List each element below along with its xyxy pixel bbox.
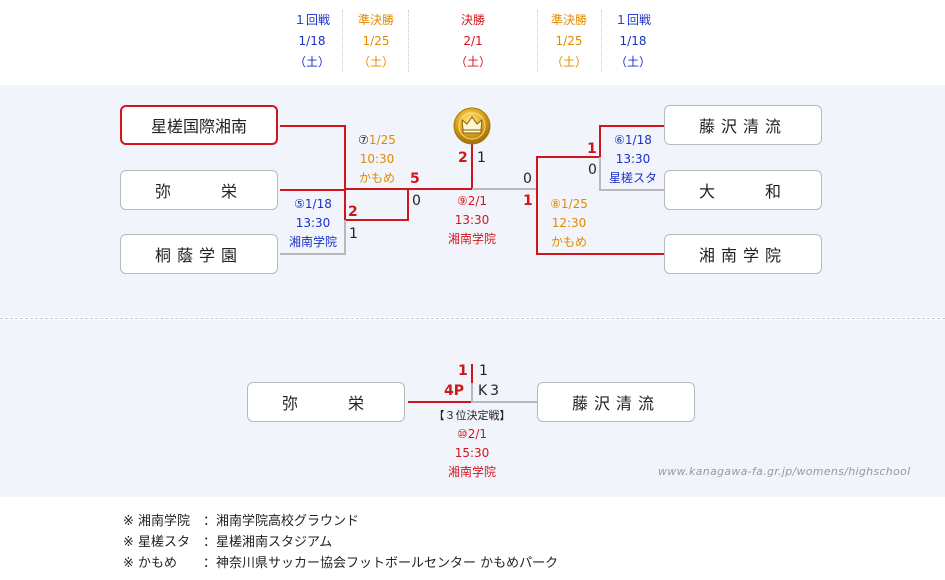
round-date: 1/18 <box>619 34 647 48</box>
round-day: （土） <box>614 55 651 69</box>
line-m5-lose <box>280 220 346 255</box>
round-day: （土） <box>454 55 491 69</box>
match-9-date: ⑨2/1 <box>456 194 488 208</box>
match-7-info: ⑦1/25 10:30 かもめ <box>345 131 409 188</box>
round-date: 1/25 <box>362 34 390 48</box>
team-yaei[interactable]: 弥 栄 <box>120 170 278 210</box>
team-name: 湘南学院 <box>698 246 787 265</box>
match-6-lose-score: 0 <box>588 162 597 178</box>
match-10-info: 【３位決定戦】 ⑩2/1 15:30 湘南学院 <box>412 406 532 482</box>
header-divider <box>537 10 538 72</box>
team-seisa-kokusai-shonan[interactable]: 星槎国際湘南 <box>120 105 278 145</box>
header-col-sf-left: 準決勝 1/25 （土） <box>350 10 402 73</box>
match-5-date: ⑤1/18 <box>294 197 332 211</box>
round-date: 1/18 <box>298 34 326 48</box>
match-6-venue: 星槎スタ <box>608 171 657 185</box>
match-7-win-score: 5 <box>410 171 420 187</box>
match-7-date: 1/25 <box>368 133 396 147</box>
third-place-label: 【３位決定戦】 <box>433 409 511 422</box>
header-divider <box>342 10 343 72</box>
match-5-win-score: 2 <box>348 204 358 220</box>
round-label: １回戦 <box>293 13 330 27</box>
third-win-score: 1 <box>458 363 468 379</box>
venue-note-seisa-stadium: ※ 星槎スタ ：星槎湘南スタジアム <box>123 535 333 550</box>
match-7-lose-score: 0 <box>412 193 421 209</box>
team-toin-gakuen[interactable]: 桐蔭学園 <box>120 234 278 274</box>
match-8-venue: かもめ <box>550 235 587 249</box>
match-5-lose-score: 1 <box>349 226 358 242</box>
team-fujisawa-seiryu[interactable]: 藤沢清流 <box>664 105 822 145</box>
round-date: 1/25 <box>555 34 583 48</box>
match-9-venue: 湘南学院 <box>447 232 496 246</box>
third-lose-pk: K3 <box>478 383 503 399</box>
match-number-mark: ⑦ <box>358 133 369 147</box>
match-10-time: 15:30 <box>454 446 490 460</box>
match-7-venue: かもめ <box>358 171 395 185</box>
team-name: 弥 栄 <box>154 182 243 201</box>
team-shonan-gakuin[interactable]: 湘南学院 <box>664 234 822 274</box>
match-7-num: ⑦1/25 <box>345 131 409 150</box>
team-yamato[interactable]: 大 和 <box>664 170 822 210</box>
venue-note-kamome: ※ かもめ ：神奈川県サッカー協会フットボールセンター かもめパーク <box>123 556 559 571</box>
round-label: 準決勝 <box>357 13 394 27</box>
section-divider <box>0 318 945 319</box>
match-8-win-score: 1 <box>523 193 533 209</box>
round-day: （土） <box>550 55 587 69</box>
header-divider <box>408 10 409 72</box>
match-8-lose-score: 0 <box>523 171 532 187</box>
match-8-time: 12:30 <box>551 216 587 230</box>
match-8-date: ⑧1/25 <box>550 197 588 211</box>
team-third-yaei[interactable]: 弥 栄 <box>247 382 405 422</box>
header-col-r1-right: １回戦 1/18 （土） <box>607 10 659 73</box>
round-label: １回戦 <box>614 13 651 27</box>
team-name: 大 和 <box>698 182 787 201</box>
final-lose-score: 1 <box>477 150 486 166</box>
bracket-third-area <box>0 320 945 497</box>
team-name: 桐蔭学園 <box>154 246 243 265</box>
header-divider <box>601 10 602 72</box>
match-5-time: 13:30 <box>295 216 331 230</box>
match-6-win-score: 1 <box>587 141 597 157</box>
match-8-info: ⑧1/25 12:30 かもめ <box>537 195 601 252</box>
round-date: 2/1 <box>463 34 483 48</box>
match-10-date: ⑩2/1 <box>456 427 488 441</box>
team-name: 藤沢清流 <box>698 117 787 136</box>
header-col-final: 決勝 2/1 （土） <box>447 10 499 73</box>
header-col-sf-right: 準決勝 1/25 （土） <box>543 10 595 73</box>
team-third-fujisawa-seiryu[interactable]: 藤沢清流 <box>537 382 695 422</box>
source-url: www.kanagawa-fa.gr.jp/womens/highschool <box>658 465 911 478</box>
line-m8-bottom <box>536 189 664 255</box>
third-lose-score: 1 <box>479 363 488 379</box>
final-win-score: 2 <box>458 150 468 166</box>
third-win-pk: 4P <box>444 383 465 399</box>
round-label: 決勝 <box>460 13 485 27</box>
match-5-info: ⑤1/18 13:30 湘南学院 <box>281 195 345 252</box>
team-name: 星槎国際湘南 <box>150 117 247 136</box>
line-m6-lose <box>599 157 664 191</box>
match-9-time: 13:30 <box>454 213 490 227</box>
round-label: 準決勝 <box>550 13 587 27</box>
round-day: （土） <box>293 55 330 69</box>
round-day: （土） <box>357 55 394 69</box>
match-6-info: ⑥1/18 13:30 星槎スタ <box>601 131 665 188</box>
team-name: 弥 栄 <box>281 394 370 413</box>
venue-note-shonan-gakuin: ※ 湘南学院 ：湘南学院高校グラウンド <box>123 514 360 529</box>
match-7-time: 10:30 <box>359 152 395 166</box>
crown-trophy-icon <box>453 107 491 145</box>
match-6-date: ⑥1/18 <box>614 133 652 147</box>
match-10-venue: 湘南学院 <box>447 465 496 479</box>
header-col-r1-left: １回戦 1/18 （土） <box>287 10 337 73</box>
team-name: 藤沢清流 <box>571 394 660 413</box>
match-5-venue: 湘南学院 <box>288 235 337 249</box>
match-9-info: ⑨2/1 13:30 湘南学院 <box>440 192 504 249</box>
match-6-time: 13:30 <box>615 152 651 166</box>
